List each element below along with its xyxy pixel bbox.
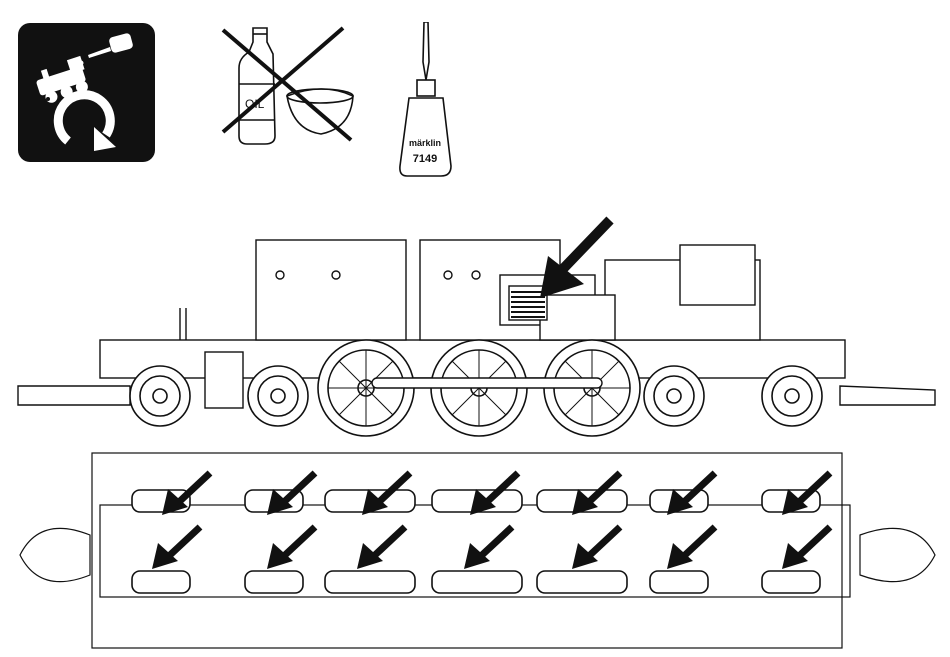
chassis-bottom-view — [0, 445, 950, 657]
tube-brand: märklin — [409, 138, 441, 148]
chassis-side-view — [0, 200, 950, 445]
tube-number: 7149 — [413, 153, 437, 165]
maintenance-icon — [18, 23, 155, 162]
oil-point-arrow — [540, 220, 610, 298]
oil-tube-icon: märklin 7149 — [395, 22, 457, 182]
no-oil-icon: OIL — [215, 24, 360, 154]
